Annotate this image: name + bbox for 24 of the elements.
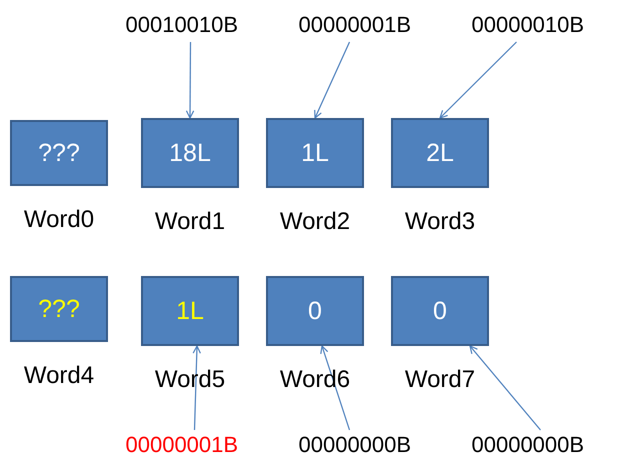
binary-value: 00000000B: [472, 432, 584, 458]
word-label: Word4: [22, 362, 96, 390]
word-label: Word0: [22, 206, 96, 234]
cell-value: 1L: [301, 138, 329, 168]
word-label: Word2: [278, 208, 352, 236]
binary-value: 00000010B: [472, 12, 584, 38]
arrow: [314, 42, 350, 119]
cell-value: 18L: [169, 138, 211, 168]
binary-value: 00000001B: [126, 432, 238, 458]
cell-value: 0: [308, 296, 322, 326]
binary-value: 00000001B: [298, 12, 412, 38]
word-label: Word3: [404, 208, 476, 236]
cell-value: ???: [38, 294, 80, 324]
arrow: [439, 42, 517, 119]
arrow: [469, 345, 541, 430]
cell-value: 1L: [176, 296, 204, 326]
binary-value: 00000000B: [298, 432, 412, 458]
word-label: Word1: [154, 208, 226, 236]
cell-value: ???: [38, 138, 80, 168]
arrow: [186, 42, 194, 119]
cell-value: 0: [433, 296, 447, 326]
binary-value: 00010010B: [126, 12, 238, 38]
word-label: Word7: [404, 366, 476, 394]
cell-value: 2L: [426, 138, 454, 168]
